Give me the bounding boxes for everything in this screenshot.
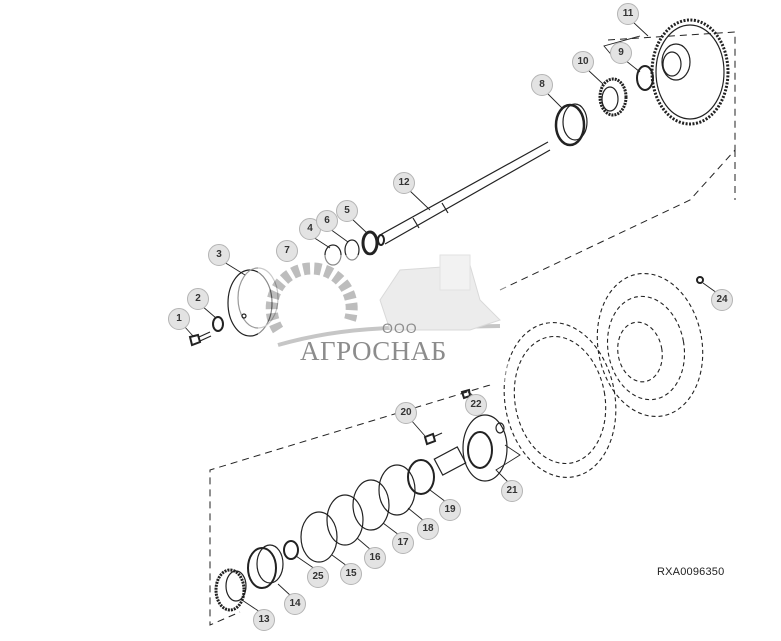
callout-10[interactable]: 10	[572, 51, 594, 73]
callout-1[interactable]: 1	[168, 308, 190, 330]
assembly-guide-lines	[209, 31, 736, 626]
bolt-20-drawing	[423, 432, 437, 446]
callout-18[interactable]: 18	[417, 518, 439, 540]
ring-4-drawing	[324, 244, 342, 266]
callout-25[interactable]: 25	[307, 566, 329, 588]
cup-14-drawing	[247, 544, 284, 589]
flywheel-phantom-drawing	[503, 272, 704, 478]
bearing-5-drawing	[361, 230, 379, 256]
callout-8[interactable]: 8	[531, 74, 553, 96]
watermark-name: АГРОСНАБ	[300, 336, 447, 366]
cup-8-drawing	[554, 103, 588, 147]
ring-16-drawing	[326, 494, 364, 546]
callout-17[interactable]: 17	[392, 532, 414, 554]
bearing-13-drawing	[214, 568, 247, 612]
ring-17-drawing	[352, 479, 390, 531]
callout-7[interactable]: 7	[276, 240, 298, 262]
callout-6[interactable]: 6	[316, 210, 338, 232]
callout-13[interactable]: 13	[253, 609, 275, 631]
bearing-10-drawing	[598, 77, 628, 117]
ring-18-drawing	[378, 464, 416, 516]
callout-24[interactable]: 24	[711, 289, 733, 311]
reference-code: RXA0096350	[657, 566, 725, 578]
callout-5[interactable]: 5	[336, 200, 358, 222]
ring-19-drawing	[407, 459, 435, 495]
ring-9-drawing	[636, 65, 654, 91]
ring-6-drawing	[344, 239, 360, 261]
callout-2[interactable]: 2	[187, 288, 209, 310]
callout-9[interactable]: 9	[610, 42, 632, 64]
callout-15[interactable]: 15	[340, 563, 362, 585]
callout-4[interactable]: 4	[299, 218, 321, 240]
callout-11[interactable]: 11	[617, 3, 639, 25]
callout-22[interactable]: 22	[465, 394, 487, 416]
callout-19[interactable]: 19	[439, 499, 461, 521]
callout-21[interactable]: 21	[501, 480, 523, 502]
callout-16[interactable]: 16	[364, 547, 386, 569]
washer-2-drawing	[212, 316, 224, 332]
hub-21-drawing	[433, 414, 508, 482]
ring-15-drawing	[300, 511, 338, 563]
watermark-prefix: ООО	[382, 320, 418, 336]
gear-11-drawing	[650, 18, 730, 126]
callout-3[interactable]: 3	[208, 244, 230, 266]
bolt-1-drawing	[188, 331, 212, 347]
bolt-24-drawing	[696, 276, 704, 284]
callout-20[interactable]: 20	[395, 402, 417, 424]
callout-12[interactable]: 12	[393, 172, 415, 194]
callout-14[interactable]: 14	[284, 593, 306, 615]
oring-25-drawing	[283, 540, 299, 560]
watermark-logo	[258, 254, 508, 385]
